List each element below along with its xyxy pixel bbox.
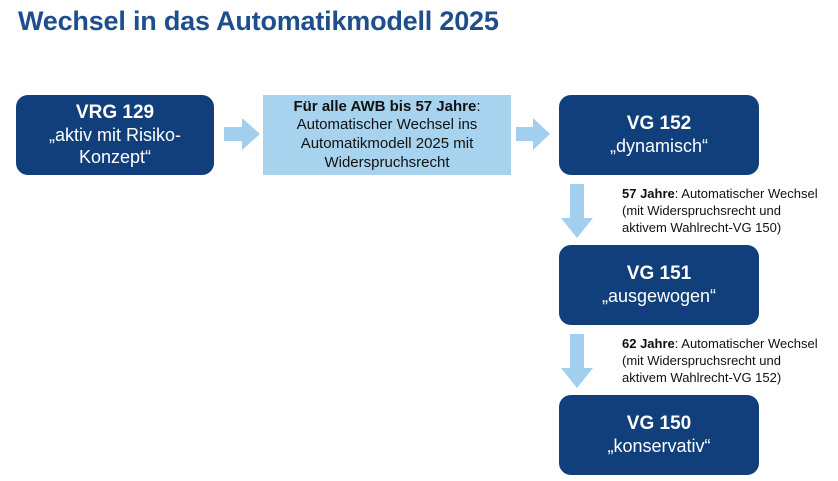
note-62-line1: 62 Jahre: Automatischer Wechsel xyxy=(622,336,818,353)
note-57-bold: 57 Jahre xyxy=(622,186,675,201)
box-vg-150: VG 150 „konservativ“ xyxy=(559,395,759,475)
box-vg-152-subtitle: „dynamisch“ xyxy=(609,135,709,156)
note-57-jahre: 57 Jahre: Automatischer Wechsel (mit Wid… xyxy=(622,186,818,237)
box-vrg-129: VRG 129 „aktiv mit Risiko- Konzept“ xyxy=(16,95,214,175)
note-57-line1: 57 Jahre: Automatischer Wechsel xyxy=(622,186,818,203)
note-62-line3: aktivem Wahlrecht-VG 152) xyxy=(622,369,782,385)
info-box-line4: Widerspruchsrecht xyxy=(324,153,450,171)
info-box-colon: : xyxy=(476,97,481,115)
note-62-line2: (mit Widerspruchsrecht und xyxy=(622,352,781,368)
note-62-bold: 62 Jahre xyxy=(622,336,675,351)
box-vrg-129-title: VRG 129 xyxy=(75,102,155,124)
arrow-down-icon xyxy=(561,334,593,388)
note-57-line3: aktivem Wahlrecht-VG 150) xyxy=(622,219,782,235)
box-vg-151-title: VG 151 xyxy=(626,263,692,285)
box-vrg-129-subtitle-line2: Konzept“ xyxy=(78,146,152,167)
info-box-awb: Für alle AWB bis 57 Jahre: Automatischer… xyxy=(263,95,511,175)
box-vg-151-subtitle: „ausgewogen“ xyxy=(601,285,717,306)
note-57-rest: : Automatischer Wechsel xyxy=(674,186,818,201)
box-vg-152: VG 152 „dynamisch“ xyxy=(559,95,759,175)
page-title: Wechsel in das Automatikmodell 2025 xyxy=(18,6,499,36)
box-vg-152-title: VG 152 xyxy=(626,113,692,135)
arrow-right-icon xyxy=(224,118,260,150)
info-box-line2: Automatischer Wechsel ins xyxy=(296,116,478,134)
arrow-right-icon xyxy=(516,118,550,150)
note-62-rest: : Automatischer Wechsel xyxy=(674,336,818,351)
info-box-line1: Für alle AWB bis 57 Jahre: xyxy=(293,98,480,117)
box-vrg-129-subtitle-line1: „aktiv mit Risiko- xyxy=(48,124,181,145)
note-57-line2: (mit Widerspruchsrecht und xyxy=(622,202,781,218)
info-box-line3: Automatikmodell 2025 mit xyxy=(300,135,474,152)
box-vg-150-title: VG 150 xyxy=(626,413,692,435)
arrow-down-icon xyxy=(561,184,593,238)
box-vg-150-subtitle: „konservativ“ xyxy=(607,435,711,456)
info-box-bold-text: Für alle AWB bis 57 Jahre xyxy=(293,97,477,115)
note-62-jahre: 62 Jahre: Automatischer Wechsel (mit Wid… xyxy=(622,336,818,387)
box-vg-151: VG 151 „ausgewogen“ xyxy=(559,245,759,325)
